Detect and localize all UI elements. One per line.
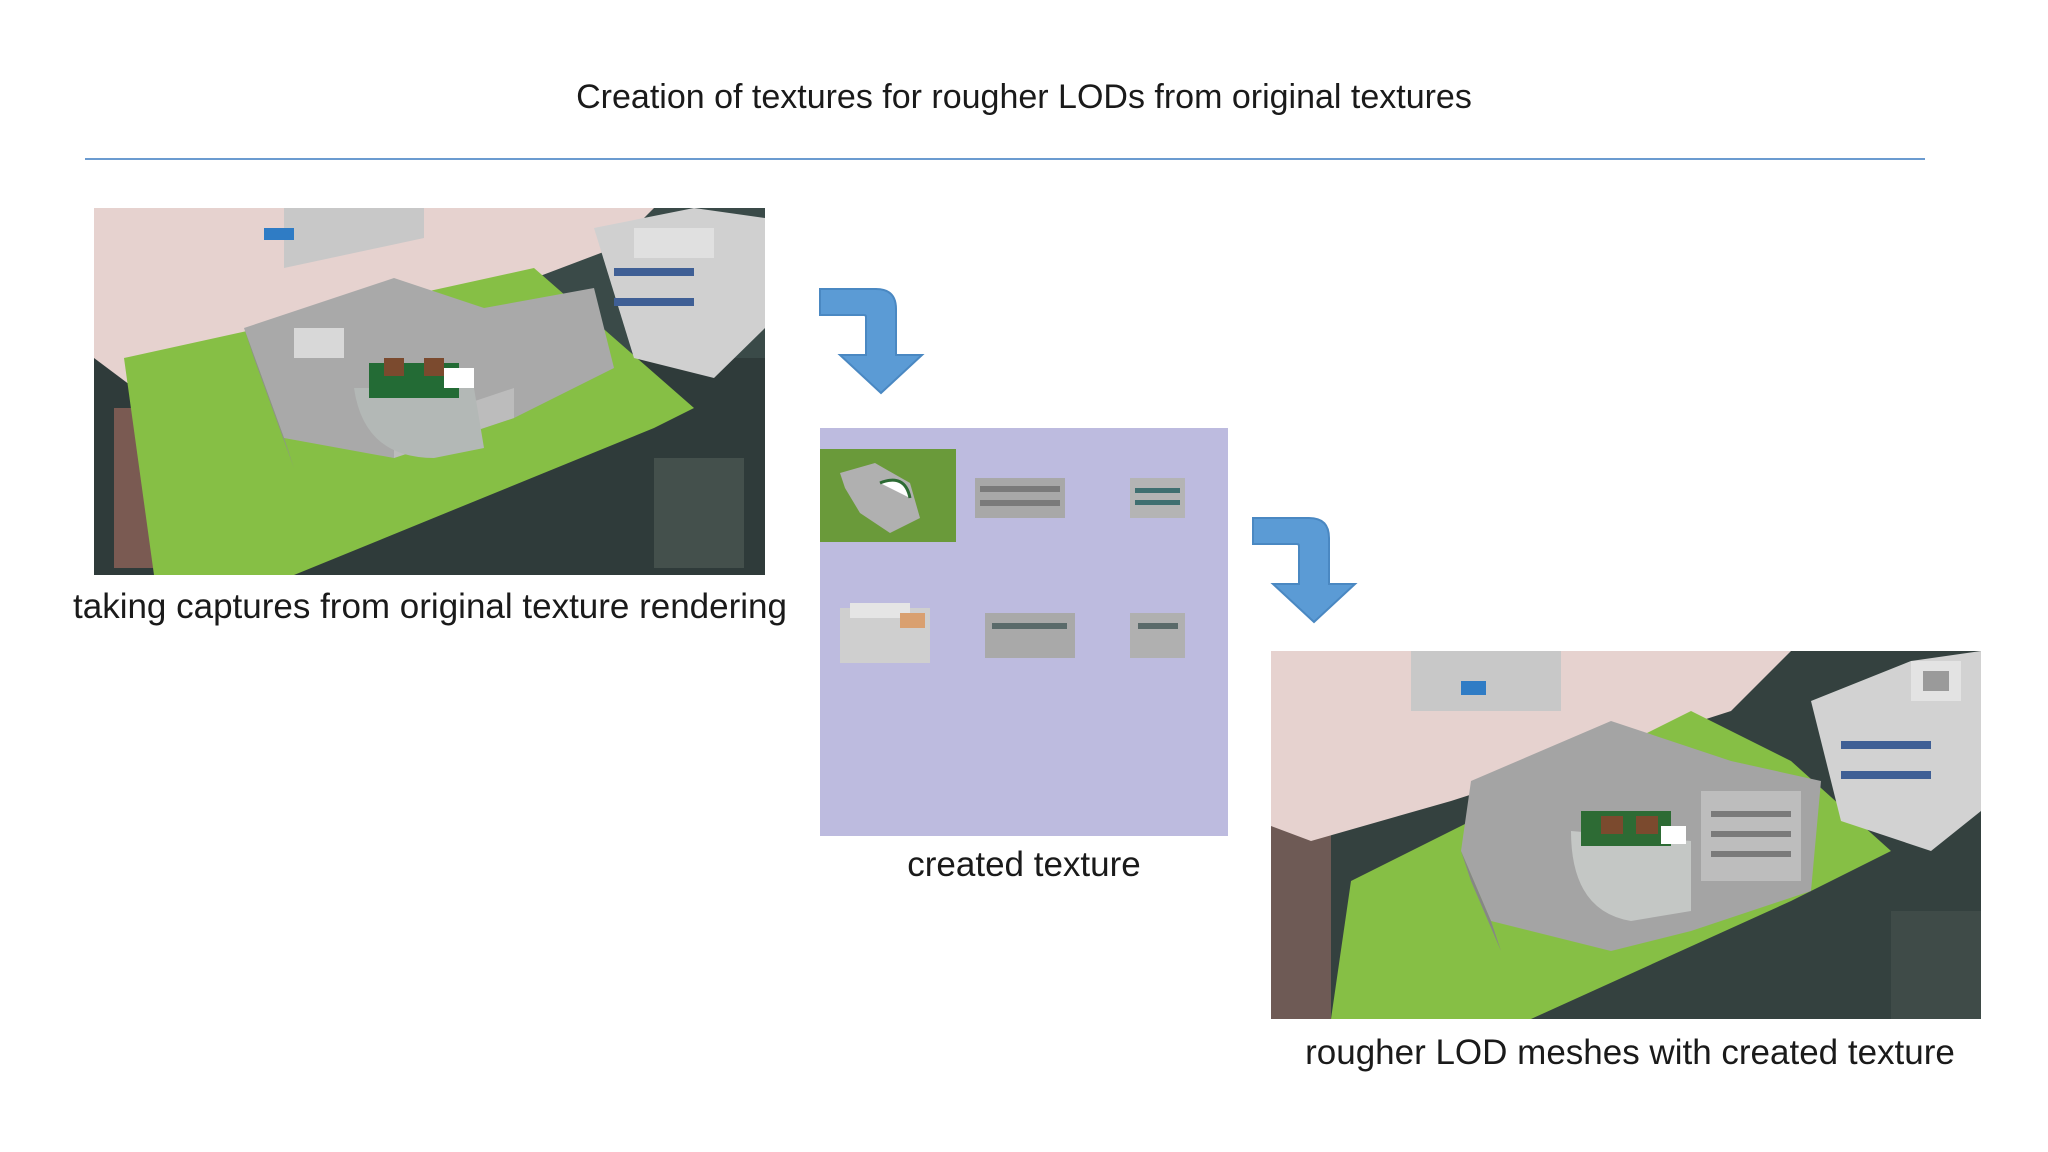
created-texture-image bbox=[820, 428, 1228, 836]
rougher-lod-rendering-image bbox=[1271, 651, 1981, 1019]
captures-caption: taking captures from original texture re… bbox=[73, 587, 787, 626]
original-rendering-image bbox=[94, 208, 765, 575]
title-divider bbox=[85, 158, 1925, 160]
texture-caption: created texture bbox=[907, 845, 1141, 884]
result-caption: rougher LOD meshes with created texture bbox=[1305, 1033, 1955, 1072]
slide-title: Creation of textures for rougher LODs fr… bbox=[576, 78, 1472, 116]
curved-arrow-icon bbox=[1251, 516, 1363, 624]
curved-arrow-icon bbox=[818, 287, 930, 395]
